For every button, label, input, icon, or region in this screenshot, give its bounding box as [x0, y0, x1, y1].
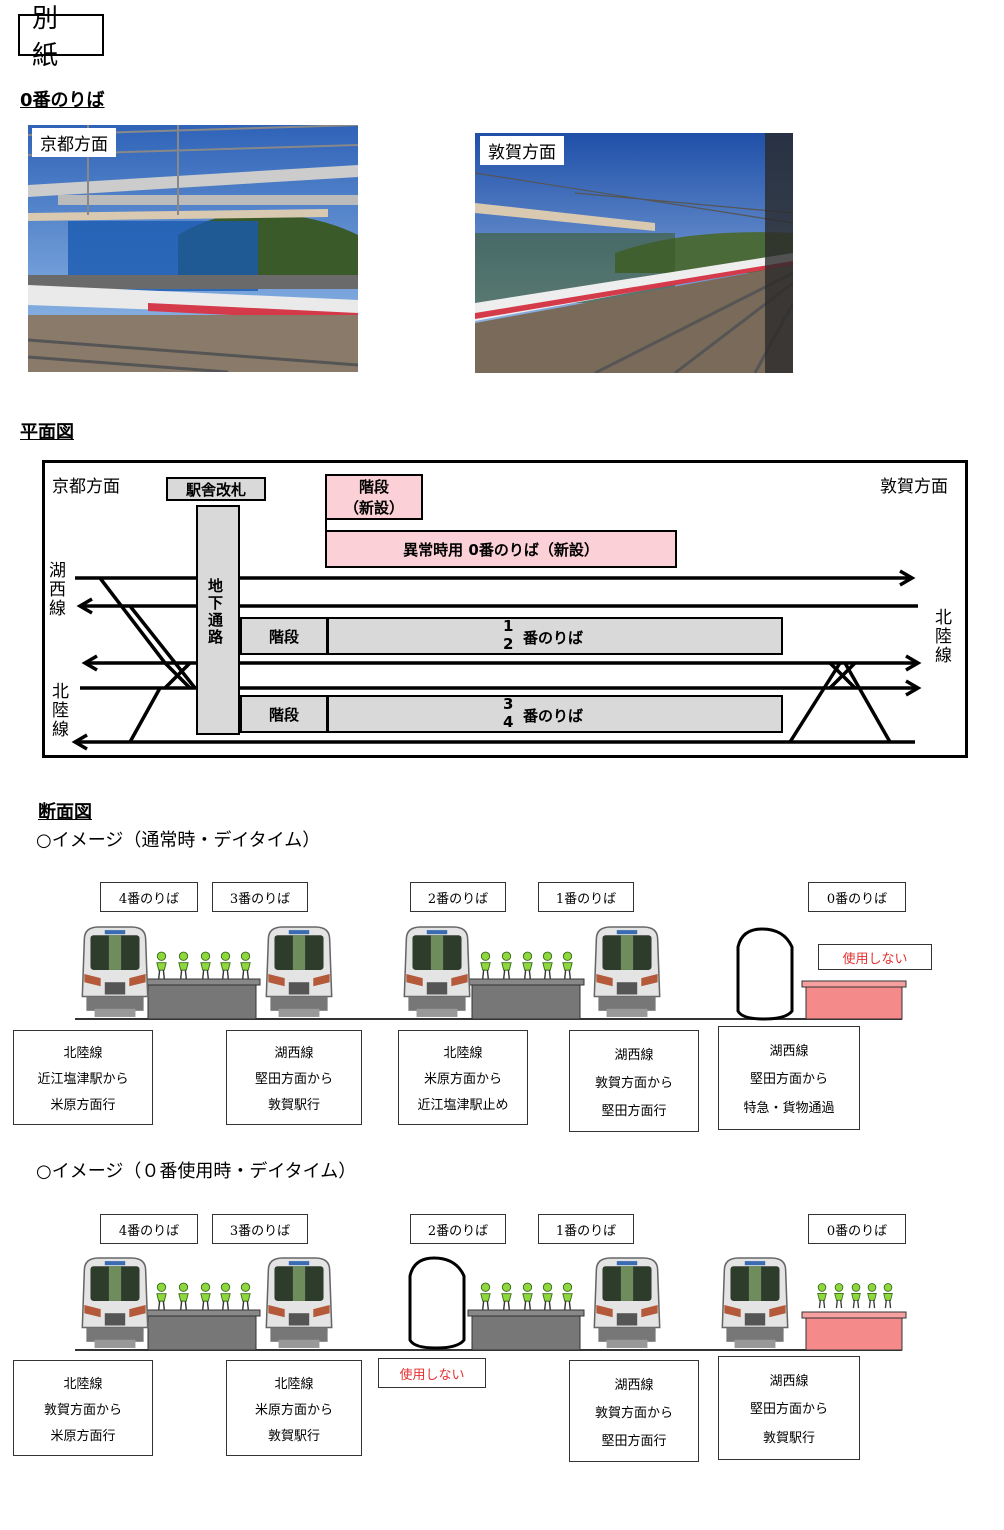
plan-diagram: [42, 460, 968, 758]
cross1-unused-label: 使用しない: [818, 944, 932, 970]
photo-tsuruga-image: [475, 133, 793, 373]
cross1-box-1: 北陸線 近江塩津駅から 米原方面行: [13, 1030, 153, 1125]
box-line: 北陸線: [274, 1376, 314, 1392]
stairs-p34: 階段: [240, 695, 328, 733]
box-from: 敦賀方面から: [594, 1075, 673, 1091]
cross1-box-2: 湖西線 堅田方面から 敦賀駅行: [226, 1030, 362, 1125]
cross1-box-5: 湖西線 堅田方面から 特急・貨物通過: [718, 1026, 860, 1130]
cross1-scene: [75, 926, 907, 1021]
box-from: 敦賀方面から: [43, 1402, 122, 1418]
cross2-pf2: 2番のりば: [410, 1214, 506, 1244]
box-line: 北陸線: [443, 1046, 483, 1062]
cross2-box-3: 湖西線 敦賀方面から 堅田方面行: [569, 1360, 699, 1462]
box-to: 敦賀駅行: [267, 1428, 320, 1444]
cross2-pf1: 1番のりば: [538, 1214, 634, 1244]
stairs-p12: 階段: [240, 617, 328, 655]
cross1-title: ○イメージ（通常時・デイタイム）: [36, 830, 321, 851]
box-to: 近江塩津駅止め: [417, 1097, 509, 1113]
box-from: 敦賀方面から: [594, 1405, 673, 1421]
new-stairs-label: 階段: [358, 478, 389, 496]
p12-num-top: 1: [503, 617, 514, 635]
kosei-line-label: 湖西線: [49, 561, 66, 619]
cross2-pf3: 3番のりば: [212, 1214, 308, 1244]
cross1-pf2: 2番のりば: [410, 882, 506, 912]
underpass-label: 地下通路: [208, 577, 224, 646]
photo-kyoto-image: [28, 125, 358, 372]
ticket-gate: 駅舎改札: [166, 477, 266, 501]
p34-label: 番のりば: [523, 707, 584, 725]
cross2-scene: [75, 1256, 907, 1351]
new-stairs-note: （新設）: [343, 499, 404, 517]
platform-1-2: [327, 617, 783, 655]
box-from: 米原方面から: [254, 1402, 333, 1418]
box-line: 北陸線: [63, 1046, 103, 1062]
box-to: 特急・貨物通過: [743, 1101, 835, 1117]
box-line: 湖西線: [274, 1046, 314, 1062]
hokuriku-line-right-label: 北陸線: [935, 608, 952, 666]
box-line: 湖西線: [614, 1377, 654, 1393]
underpass: [196, 505, 240, 735]
cross2-pf4: 4番のりば: [100, 1214, 198, 1244]
cross2-unused-label: 使用しない: [378, 1358, 486, 1388]
plan-tsuruga-label: 敦賀方面: [880, 477, 948, 497]
cross1-pf0: 0番のりば: [808, 882, 906, 912]
box-to: 米原方面行: [50, 1428, 116, 1444]
box-to: 米原方面行: [50, 1097, 116, 1113]
box-from: 米原方面から: [423, 1071, 502, 1087]
p12-num-bottom: 2: [503, 635, 514, 653]
platform0-heading: 0番のりば: [20, 90, 105, 111]
p34-num-bottom: 4: [503, 713, 514, 731]
box-line: 湖西線: [769, 1043, 809, 1059]
photo-kyoto: [28, 125, 358, 372]
cross2-box-4: 湖西線 堅田方面から 敦賀駅行: [718, 1356, 860, 1460]
photo-tsuruga: [475, 133, 793, 373]
new-stairs: 階段 （新設）: [325, 474, 423, 520]
platform-3-4: [327, 695, 783, 733]
box-line: 湖西線: [769, 1373, 809, 1389]
cross1-pf4: 4番のりば: [100, 882, 198, 912]
cross1-box-4: 湖西線 敦賀方面から 堅田方面行: [569, 1030, 699, 1132]
box-line: 湖西線: [614, 1047, 654, 1063]
box-to: 敦賀駅行: [267, 1097, 320, 1113]
plan-kyoto-label: 京都方面: [52, 477, 120, 497]
new-stairs-connector: [325, 520, 327, 530]
cross1-box-3: 北陸線 米原方面から 近江塩津駅止め: [398, 1030, 528, 1125]
cross2-pf0: 0番のりば: [808, 1214, 906, 1244]
box-from: 堅田方面から: [749, 1402, 828, 1418]
box-to: 敦賀駅行: [762, 1431, 815, 1447]
plan-tracks: [71, 569, 922, 751]
box-to: 堅田方面行: [601, 1103, 667, 1119]
p34-num-top: 3: [503, 695, 514, 713]
photo-label-kyoto: 京都方面: [32, 128, 116, 157]
box-line: 北陸線: [63, 1376, 103, 1392]
platform0-new: 異常時用 0番のりば（新設）: [325, 530, 677, 568]
cross1-pf3: 3番のりば: [212, 882, 308, 912]
photo-label-tsuruga: 敦賀方面: [480, 136, 564, 165]
plan-heading: 平面図: [20, 422, 74, 443]
hokuriku-line-left-label: 北陸線: [52, 682, 69, 740]
cross2-box-2: 北陸線 米原方面から 敦賀駅行: [226, 1360, 362, 1456]
cross2-title: ○イメージ（０番使用時・デイタイム）: [36, 1161, 357, 1182]
p12-label: 番のりば: [523, 629, 584, 647]
box-from: 近江塩津駅から: [37, 1071, 129, 1087]
box-from: 堅田方面から: [254, 1071, 333, 1087]
cross2-box-1: 北陸線 敦賀方面から 米原方面行: [13, 1360, 153, 1456]
box-from: 堅田方面から: [749, 1072, 828, 1088]
cross1-pf1: 1番のりば: [538, 882, 634, 912]
cross-section-heading: 断面図: [38, 802, 92, 823]
box-to: 堅田方面行: [601, 1433, 667, 1449]
